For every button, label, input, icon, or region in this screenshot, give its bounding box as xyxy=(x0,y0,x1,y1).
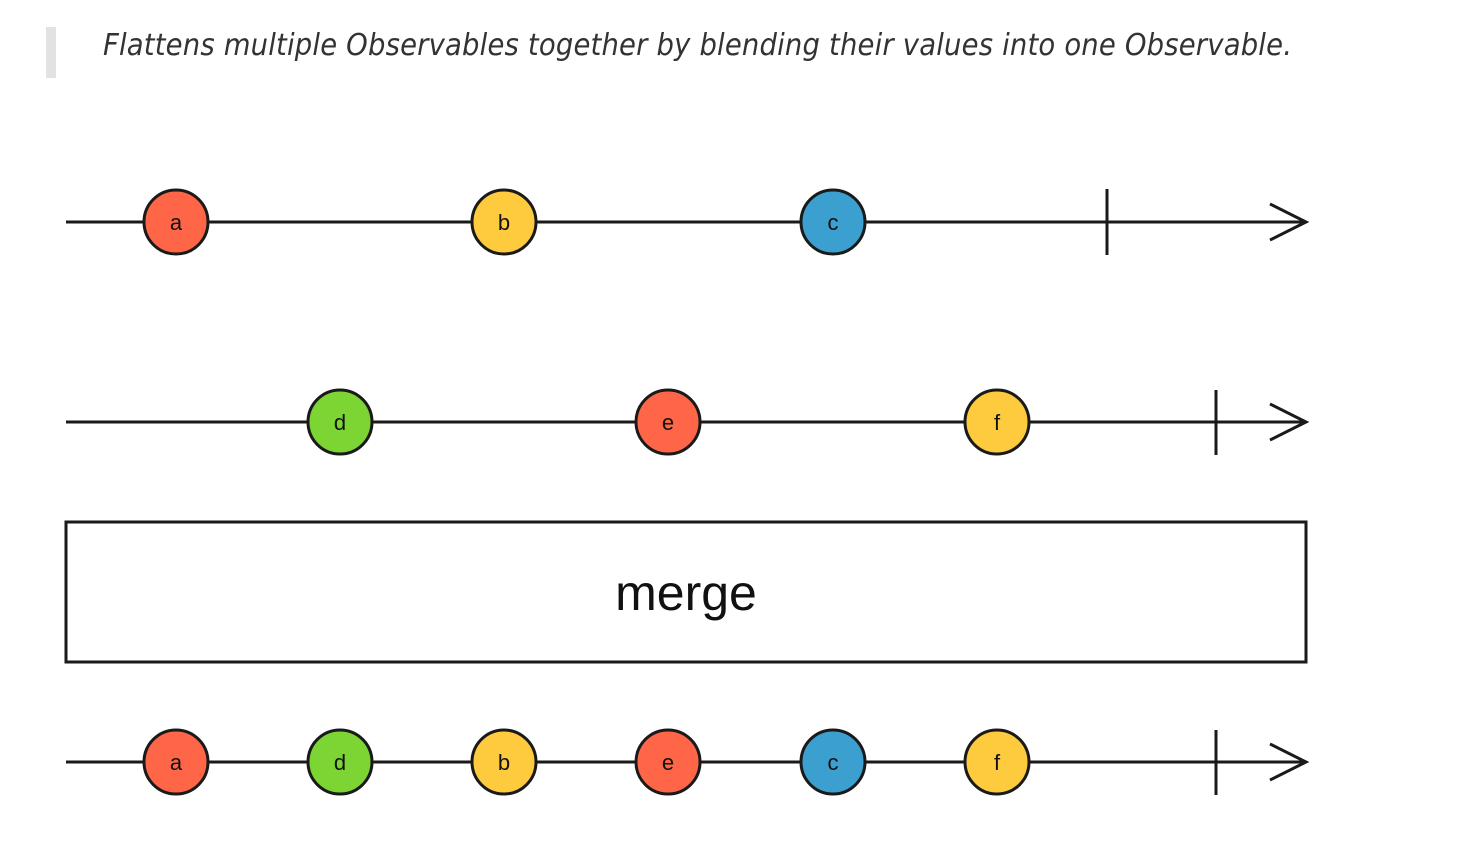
marble-circle xyxy=(799,188,867,256)
marble-circle xyxy=(470,728,538,796)
operator-box-frame xyxy=(64,520,1308,664)
marble-e: e xyxy=(634,728,702,796)
marble-label: c xyxy=(828,210,839,235)
marble-label: b xyxy=(498,750,510,775)
marble-circle xyxy=(799,728,867,796)
marble-label: a xyxy=(170,750,183,775)
marble-circle xyxy=(306,728,374,796)
marble-d: d xyxy=(306,388,374,456)
marble-b: b xyxy=(470,728,538,796)
marble-circle xyxy=(634,388,702,456)
marble-circle xyxy=(306,388,374,456)
marble-label: e xyxy=(662,410,674,435)
timeline-arrowhead xyxy=(1269,402,1310,442)
marble-circle xyxy=(963,728,1031,796)
operator-box: merge xyxy=(64,520,1308,664)
marble-circle xyxy=(470,188,538,256)
marble-label: f xyxy=(994,410,1001,435)
marble-a: a xyxy=(142,188,210,256)
marble-circle xyxy=(142,188,210,256)
timeline-arrowhead xyxy=(1269,202,1310,242)
marble-c: c xyxy=(799,728,867,796)
marble-b: b xyxy=(470,188,538,256)
marble-a: a xyxy=(142,728,210,796)
timeline-arrowhead xyxy=(1269,742,1310,782)
marble-label: b xyxy=(498,210,510,235)
marble-c: c xyxy=(799,188,867,256)
blockquote-bar xyxy=(46,27,56,78)
operator-label: merge xyxy=(615,565,757,621)
marble-circle xyxy=(142,728,210,796)
marble-circle xyxy=(634,728,702,796)
input-timeline-2: d e f xyxy=(66,388,1310,456)
marble-label: a xyxy=(170,210,183,235)
marble-label: e xyxy=(662,750,674,775)
marble-label: c xyxy=(828,750,839,775)
marble-label: d xyxy=(334,410,346,435)
input-timeline-1: a b c xyxy=(66,188,1310,256)
marble-e: e xyxy=(634,388,702,456)
marble-f: f xyxy=(963,728,1031,796)
marble-label: d xyxy=(334,750,346,775)
marble-circle xyxy=(963,388,1031,456)
marble-label: f xyxy=(994,750,1001,775)
marble-d: d xyxy=(306,728,374,796)
marble-f: f xyxy=(963,388,1031,456)
operator-description: Flattens multiple Observables together b… xyxy=(103,28,1293,63)
